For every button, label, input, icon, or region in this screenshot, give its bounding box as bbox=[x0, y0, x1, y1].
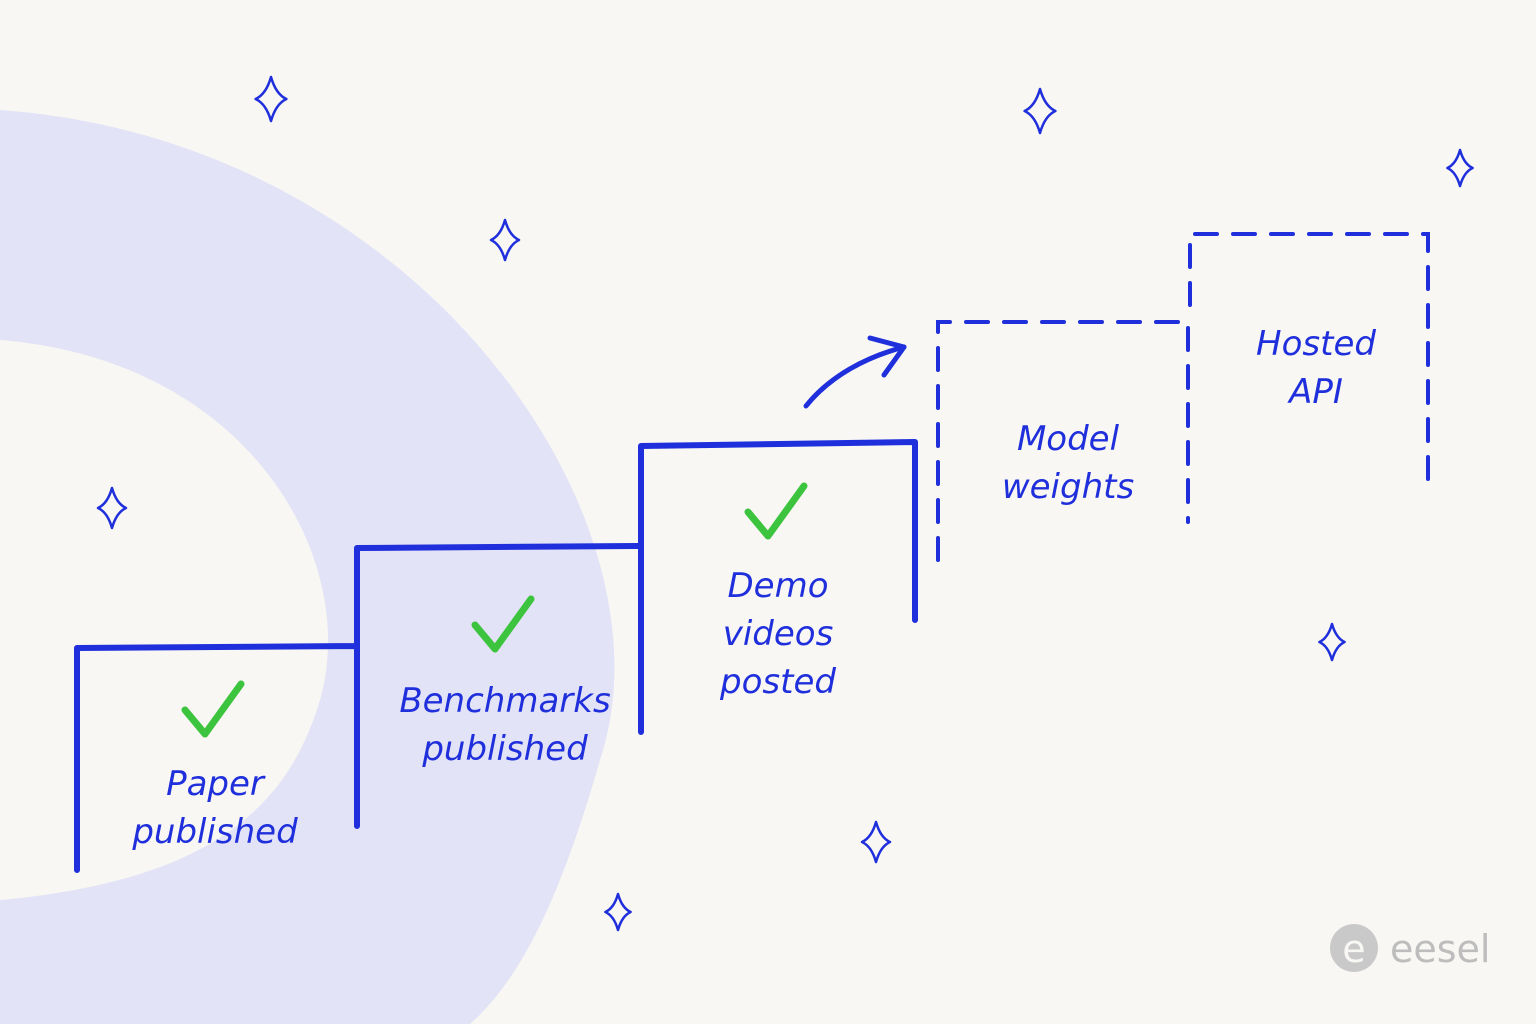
step-label-line: videos bbox=[723, 614, 834, 654]
brand-name: eesel bbox=[1390, 927, 1491, 971]
sparkle-icon bbox=[860, 820, 892, 864]
step-4: Model weights bbox=[1002, 419, 1134, 507]
step-label-line: weights bbox=[1002, 467, 1134, 507]
check-icon bbox=[181, 680, 245, 738]
sparkle-icon bbox=[1446, 148, 1474, 188]
sparkles-group bbox=[96, 75, 1474, 932]
check-icon bbox=[744, 482, 808, 540]
sparkle-icon bbox=[489, 218, 521, 262]
step-label-line: API bbox=[1287, 372, 1343, 412]
eesel-logo-glyph: e bbox=[1342, 927, 1365, 971]
step-label-line: Model bbox=[1017, 419, 1120, 459]
brand-watermark: e eesel bbox=[1330, 924, 1491, 972]
check-icon bbox=[471, 595, 535, 653]
sparkle-icon bbox=[1318, 622, 1346, 662]
solid-staircase bbox=[74, 439, 918, 873]
sparkle-icon bbox=[96, 486, 128, 530]
step-label-line: Paper bbox=[166, 764, 266, 804]
dashed-staircase bbox=[936, 232, 1430, 562]
step-label-line: Demo bbox=[727, 566, 828, 606]
step-2: Benchmarks published bbox=[399, 595, 611, 769]
background-ring-inner bbox=[0, 340, 329, 900]
step-label-line: posted bbox=[719, 662, 836, 702]
arrow-icon bbox=[803, 335, 907, 409]
step-label-line: Hosted bbox=[1256, 324, 1376, 364]
step-label-line: Benchmarks bbox=[399, 681, 610, 721]
eesel-logo-icon bbox=[1330, 924, 1378, 972]
step-3: Demo videos posted bbox=[719, 482, 836, 702]
sparkle-icon bbox=[604, 892, 632, 932]
sparkle-icon bbox=[254, 75, 288, 123]
sparkle-icon bbox=[1023, 87, 1057, 135]
step-label-line: published bbox=[131, 812, 298, 852]
step-1: Paper published bbox=[131, 680, 298, 852]
steps-layer: Paper published Benchmarks published Demo vid… bbox=[131, 324, 1376, 852]
step-label-line: published bbox=[421, 729, 588, 769]
